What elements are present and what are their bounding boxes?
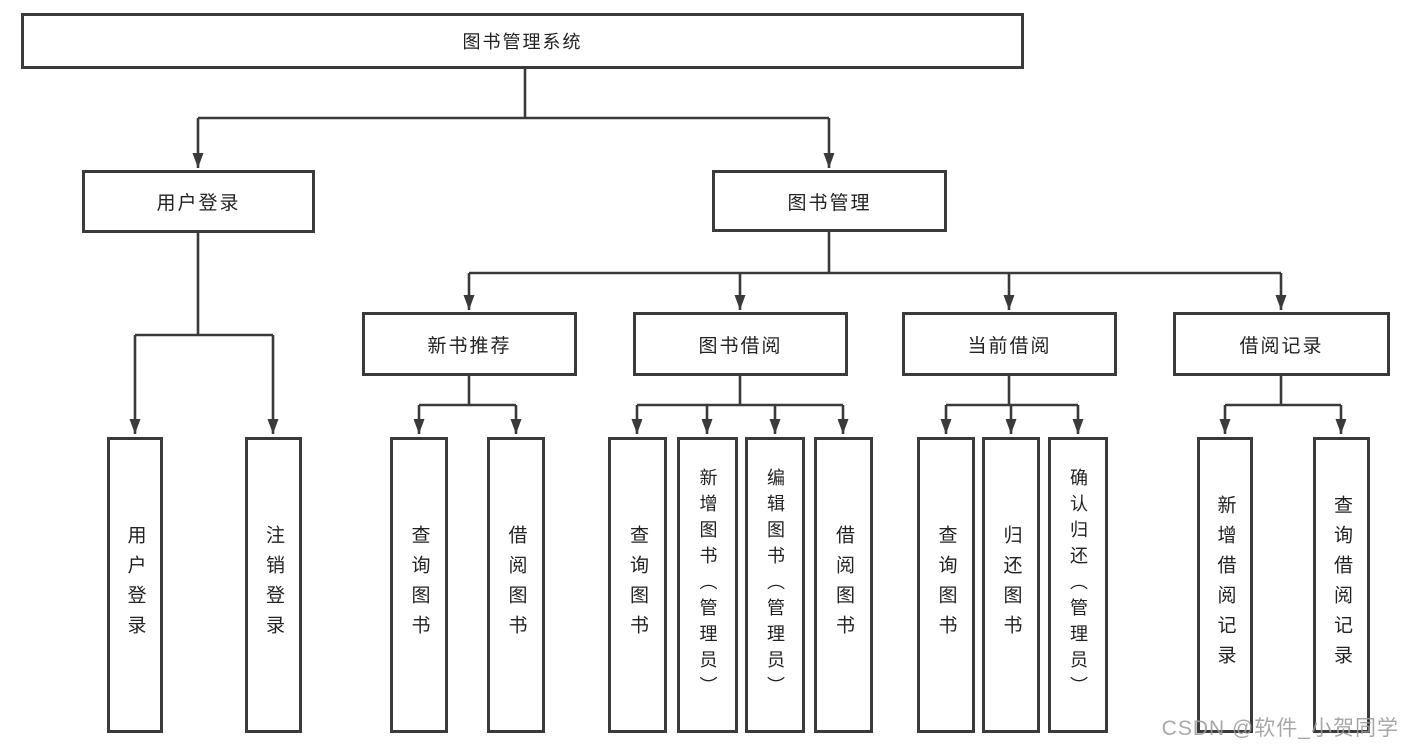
leaf-label: 编辑图书（管理员）: [765, 468, 785, 702]
node-user-login-module: 用户登录: [82, 170, 315, 233]
leaf-label: 用户登录: [124, 525, 146, 645]
node-label: 借阅记录: [1239, 335, 1324, 357]
leaf-user-login: 用户登录: [107, 437, 163, 733]
leaf-edit-books-admin: 编辑图书（管理员）: [745, 437, 805, 733]
node-book-management-module: 图书管理: [712, 170, 947, 232]
node-label: 当前借阅: [967, 335, 1052, 357]
leaf-label: 借阅图书: [505, 525, 527, 645]
leaf-label: 查询图书: [935, 525, 957, 645]
node-book-borrowing: 图书借阅: [633, 312, 848, 376]
leaf-query-books-recommend: 查询图书: [390, 437, 448, 733]
leaf-query-books-current: 查询图书: [917, 437, 975, 733]
leaf-borrow-books-recommend: 借阅图书: [487, 437, 545, 733]
leaf-query-borrow-record: 查询借阅记录: [1313, 437, 1370, 733]
leaf-label: 新增图书（管理员）: [697, 468, 718, 702]
leaf-confirm-return-admin: 确认归还（管理员）: [1048, 437, 1108, 733]
leaf-add-borrow-record: 新增借阅记录: [1197, 437, 1253, 733]
leaf-label: 新增借阅记录: [1214, 495, 1236, 675]
leaf-label: 借阅图书: [833, 525, 854, 645]
node-label: 用户登录: [156, 193, 241, 214]
node-new-book-recommend: 新书推荐: [362, 312, 577, 376]
node-root-system: 图书管理系统: [21, 13, 1024, 69]
leaf-label: 确认归还（管理员）: [1068, 468, 1088, 702]
leaf-query-books-borrowing: 查询图书: [608, 437, 667, 733]
leaf-label: 查询图书: [627, 525, 648, 645]
node-label: 图书管理: [787, 192, 872, 214]
node-label: 新书推荐: [427, 335, 512, 357]
watermark: CSDN @软件_小贺同学: [1161, 717, 1399, 740]
leaf-add-books-admin: 新增图书（管理员）: [677, 437, 738, 733]
leaf-label: 归还图书: [1000, 525, 1022, 645]
leaf-logout: 注销登录: [245, 437, 302, 733]
leaf-label: 注销登录: [263, 525, 284, 645]
node-label: 图书管理系统: [462, 32, 583, 52]
node-borrowing-records: 借阅记录: [1173, 312, 1390, 376]
leaf-label: 查询图书: [408, 525, 430, 645]
leaf-borrow-books: 借阅图书: [814, 437, 873, 733]
node-current-borrowing: 当前借阅: [902, 312, 1117, 376]
node-label: 图书借阅: [698, 335, 783, 357]
leaf-return-books: 归还图书: [982, 437, 1040, 733]
leaf-label: 查询借阅记录: [1331, 495, 1352, 675]
